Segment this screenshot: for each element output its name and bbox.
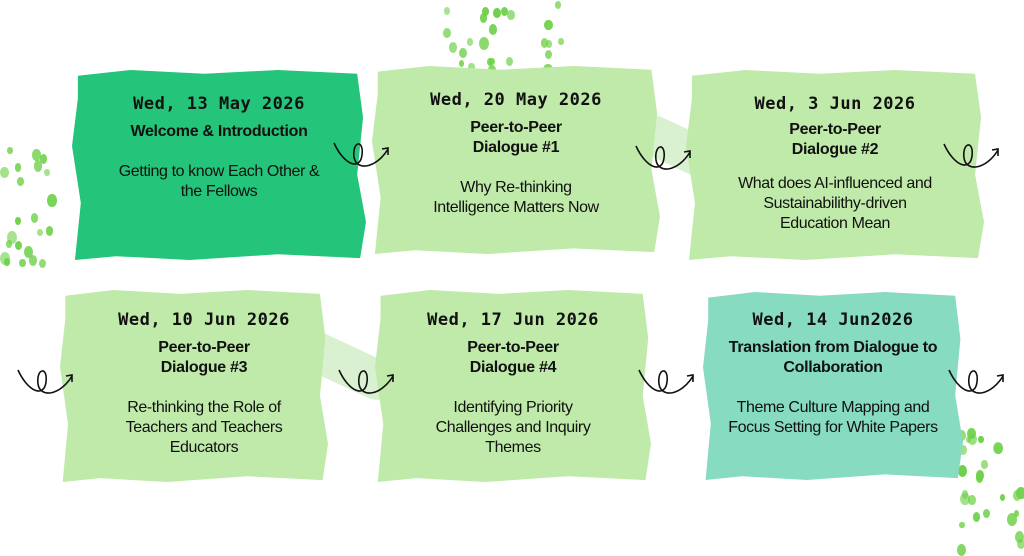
decorative-dot	[466, 38, 473, 46]
session-description: Getting to know Each Other & the Fellows	[118, 163, 320, 200]
decorative-dot	[449, 42, 458, 54]
decorative-dot	[5, 239, 13, 248]
session-card-3: Wed, 3 Jun 2026 Peer-to-Peer Dialogue #2…	[686, 70, 984, 260]
decorative-dot	[482, 6, 489, 16]
session-title: Peer-to-Peer Dialogue #3	[158, 339, 250, 376]
decorative-dot	[957, 465, 967, 478]
session-date: Wed, 14 Jun2026	[752, 310, 914, 330]
curly-arrow-icon	[333, 142, 389, 167]
session-date: Wed, 13 May 2026	[133, 94, 305, 114]
session-date: Wed, 3 Jun 2026	[754, 94, 916, 114]
decorative-dot	[554, 0, 562, 9]
decorative-dot	[14, 162, 22, 172]
decorative-dot	[489, 24, 498, 35]
session-description: Re-thinking the Role of Teachers and Tea…	[125, 399, 283, 456]
decorative-dot	[33, 160, 43, 172]
session-title: Translation from Dialogue to Collaborati…	[728, 339, 938, 376]
session-description: What does AI-influenced and Sustainabili…	[738, 175, 932, 232]
decorative-dot	[992, 441, 1003, 455]
decorative-dot	[506, 57, 514, 67]
decorative-dot	[961, 490, 969, 499]
decorative-dot	[15, 241, 23, 251]
session-card-1: Wed, 13 May 2026 Welcome & Introduction …	[72, 70, 366, 260]
decorative-dot	[1000, 494, 1006, 501]
session-description: Why Re-thinking Intelligence Matters Now	[433, 179, 599, 216]
decorative-dot	[967, 427, 977, 439]
decorative-dot	[1007, 513, 1017, 526]
session-description: Theme Culture Mapping and Focus Setting …	[728, 399, 938, 436]
curly-arrow-icon	[338, 369, 394, 394]
decorative-dot	[458, 47, 468, 59]
session-title: Peer-to-Peer Dialogue #1	[470, 119, 562, 156]
curly-arrow-icon	[943, 143, 999, 168]
decorative-dot	[14, 216, 22, 226]
decorative-dot	[1013, 510, 1019, 518]
decorative-dot	[0, 166, 9, 178]
decorative-dot	[544, 19, 553, 31]
session-description: Identifying Priority Challenges and Inqu…	[435, 399, 591, 456]
decorative-dot	[6, 231, 17, 244]
session-date: Wed, 20 May 2026	[430, 90, 602, 110]
decorative-dot	[479, 13, 488, 24]
decorative-dot	[39, 154, 48, 165]
decorative-dot	[444, 6, 451, 15]
curly-arrow-icon	[17, 369, 73, 394]
decorative-dot	[1012, 489, 1022, 502]
decorative-dot	[19, 258, 27, 268]
session-date: Wed, 10 Jun 2026	[118, 310, 290, 330]
decorative-dot	[17, 176, 25, 186]
session-title: Peer-to-Peer Dialogue #2	[789, 121, 881, 158]
curly-arrow-icon	[635, 145, 691, 170]
decorative-dot	[968, 495, 976, 505]
decorative-dot	[1014, 531, 1024, 544]
decorative-dot	[32, 149, 41, 161]
decorative-dot	[960, 493, 970, 506]
session-date: Wed, 17 Jun 2026	[427, 310, 599, 330]
decorative-dot	[487, 58, 494, 67]
decorative-dot	[956, 543, 967, 556]
decorative-dot	[47, 194, 57, 207]
decorative-dot	[500, 6, 508, 17]
session-card-2: Wed, 20 May 2026 Peer-to-Peer Dialogue #…	[372, 66, 660, 254]
decorative-dot	[546, 40, 553, 49]
decorative-dot	[24, 245, 34, 258]
session-card-5: Wed, 17 Jun 2026 Peer-to-Peer Dialogue #…	[375, 290, 651, 482]
decorative-dot	[959, 521, 965, 529]
decorative-dot	[39, 259, 47, 269]
decorative-dot	[468, 63, 475, 72]
decorative-dot	[0, 251, 11, 265]
decorative-dot	[45, 226, 54, 237]
session-title: Welcome & Introduction	[130, 123, 308, 140]
session-card-6: Wed, 14 Jun2026 Translation from Dialogu…	[703, 292, 963, 480]
decorative-dot	[507, 9, 515, 20]
decorative-dot	[967, 433, 977, 446]
decorative-dot	[37, 229, 43, 237]
decorative-dot	[28, 254, 38, 267]
session-card-4: Wed, 10 Jun 2026 Peer-to-Peer Dialogue #…	[60, 290, 328, 482]
decorative-dot	[975, 473, 984, 484]
decorative-dot	[978, 436, 984, 443]
decorative-dot	[981, 460, 988, 469]
decorative-dot	[7, 146, 13, 155]
decorative-dot	[478, 37, 489, 50]
decorative-dot	[540, 38, 548, 48]
decorative-dot	[544, 49, 552, 60]
decorative-dot	[44, 169, 50, 177]
decorative-dot	[442, 27, 451, 38]
decorative-dot	[983, 508, 991, 518]
curly-arrow-icon	[638, 369, 694, 394]
decorative-dot	[972, 512, 980, 522]
curly-arrow-icon	[948, 369, 1004, 394]
decorative-dot	[458, 60, 464, 67]
decorative-dot	[492, 7, 501, 18]
decorative-dot	[959, 444, 967, 455]
decorative-dot	[558, 37, 565, 46]
decorative-dot	[30, 212, 39, 223]
session-title: Peer-to-Peer Dialogue #4	[467, 339, 559, 376]
